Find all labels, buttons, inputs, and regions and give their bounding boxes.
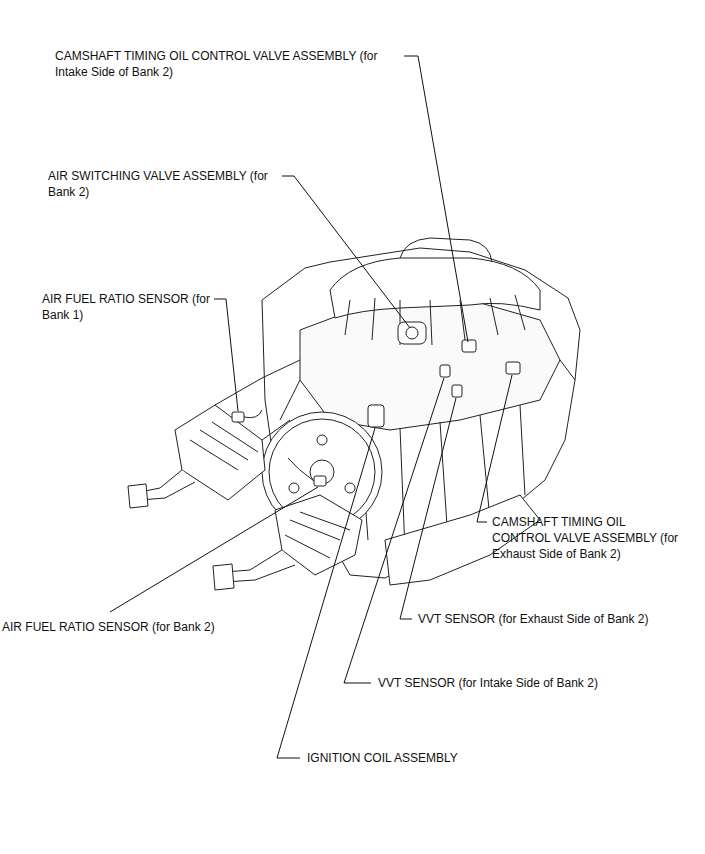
ignition-coil (368, 405, 384, 427)
leader-line (110, 487, 318, 612)
callout-label: CAMSHAFT TIMING OIL CONTROL VALVE ASSEMB… (492, 514, 684, 562)
oil-control-valve (462, 340, 476, 352)
callout-label: AIR FUEL RATIO SENSOR (for Bank 2) (2, 619, 302, 635)
af-sensor (232, 412, 244, 422)
leader-line (344, 378, 444, 683)
exhaust-pipe (140, 470, 195, 500)
valve-port (406, 327, 418, 339)
vvt-sensor (440, 365, 450, 377)
pipe-flange (213, 564, 234, 590)
callout-label: AIR FUEL RATIO SENSOR (for Bank 1) (42, 291, 212, 323)
catalyst-ribs (190, 422, 258, 470)
callout-label: IGNITION COIL ASSEMBLY (307, 750, 607, 766)
callout-label: VVT SENSOR (for Exhaust Side of Bank 2) (418, 611, 703, 627)
leader-line (277, 428, 375, 758)
sensor-wire (288, 458, 314, 481)
leader-line (404, 56, 468, 342)
air-switching-valve (398, 322, 426, 344)
catalyst-ribs (285, 512, 350, 558)
intake-pipe (400, 238, 492, 262)
leader-line (214, 299, 238, 411)
leader-line (477, 375, 512, 522)
flywheel-hole (345, 483, 355, 493)
sensor-wire (244, 410, 262, 418)
leader-line (400, 398, 456, 619)
flywheel-hole (289, 483, 299, 493)
af-sensor (314, 476, 326, 486)
callout-label: CAMSHAFT TIMING OIL CONTROL VALVE ASSEMB… (55, 48, 407, 80)
oil-control-valve (506, 362, 520, 374)
pipe-flange (128, 484, 148, 508)
exhaust-pipe (225, 550, 295, 582)
vvt-sensor (452, 385, 462, 397)
callout-label: AIR SWITCHING VALVE ASSEMBLY (for Bank 2… (48, 168, 280, 200)
cylinder-head (300, 300, 560, 430)
flywheel-hole (317, 435, 327, 445)
intake-runners (345, 295, 525, 345)
intake-manifold (330, 258, 540, 318)
leader-line (282, 176, 410, 328)
callout-label: VVT SENSOR (for Intake Side of Bank 2) (378, 675, 698, 691)
exhaust-manifold (215, 360, 300, 440)
